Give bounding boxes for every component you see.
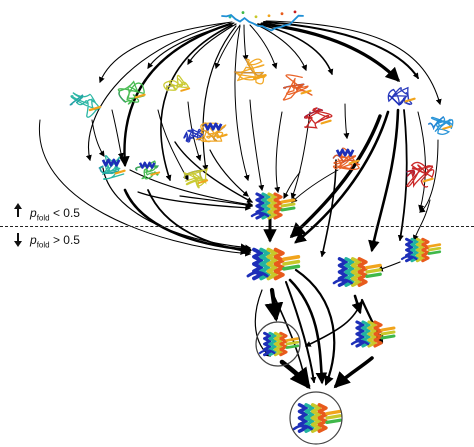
protein-structure-icon — [250, 192, 296, 220]
protein-structure-icon — [183, 167, 209, 189]
pathway-arrow — [242, 24, 249, 62]
native-state-circle — [289, 391, 343, 445]
pfold-above-threshold-label: pfold > 0.5 — [30, 233, 80, 250]
protein-structure-icon — [98, 155, 126, 180]
pathway-arrow — [417, 111, 426, 212]
pathway-arrow — [85, 22, 227, 162]
pathway-arrow — [397, 109, 408, 242]
pathway-arrow — [202, 25, 237, 172]
pathway-arrow — [304, 299, 363, 347]
protein-structure-icon — [428, 116, 454, 135]
arrow-up-icon — [14, 203, 22, 217]
protein-structure-icon — [246, 247, 301, 281]
pathway-arrow — [249, 24, 278, 70]
pathway-arrow — [412, 199, 431, 242]
protein-structure-icon — [233, 58, 267, 85]
pathway-arrow — [39, 119, 252, 257]
pathway-arrow — [174, 141, 254, 203]
pathway-arrow — [254, 23, 308, 72]
pathway-arrow — [291, 169, 339, 203]
pathway-arrow — [118, 22, 232, 168]
pathway-arrow — [137, 191, 252, 211]
protein-structure-icon — [332, 147, 361, 171]
pathway-arrow — [249, 99, 265, 192]
pathway-arrow — [179, 195, 254, 209]
pathway-arrow — [91, 119, 105, 157]
protein-structure-icon — [406, 161, 435, 189]
pathway-arrow — [265, 20, 442, 106]
pathway-arrow — [333, 356, 374, 389]
pathway-arrow — [285, 281, 317, 384]
pathway-arrow — [343, 103, 350, 140]
protein-structure-icon — [117, 80, 146, 105]
protein-structure-icon — [135, 160, 161, 180]
arrow-down-icon — [14, 233, 22, 247]
protein-structure-icon — [183, 128, 204, 143]
pathway-arrow — [187, 23, 237, 66]
pathway-arrow — [368, 108, 400, 253]
pathway-arrow — [209, 149, 249, 197]
pathway-arrow — [234, 25, 250, 182]
pathway-arrow — [214, 24, 241, 70]
protein-structure-icon — [387, 86, 416, 106]
protein-structure-icon — [292, 403, 342, 433]
pathway-arrow — [419, 139, 439, 213]
protein-structure-icon — [69, 92, 102, 118]
pathway-arrow — [102, 167, 252, 251]
protein-structure-icon — [350, 320, 396, 348]
protein-structure-icon — [258, 331, 300, 357]
pathway-arrow — [257, 23, 334, 76]
near-native-state-circle — [255, 321, 301, 367]
pathway-arrow — [294, 110, 390, 244]
protein-structure-icon — [200, 122, 228, 143]
pathway-arrow — [160, 24, 233, 182]
pathway-arrow — [129, 169, 254, 208]
protein-structure-icon — [332, 257, 382, 287]
pathway-arrow — [274, 111, 283, 194]
protein-structures — [69, 10, 454, 433]
pathway-arrow — [99, 21, 233, 84]
protein-structure-icon — [221, 10, 304, 32]
pathway-arrow — [260, 22, 401, 83]
state-circles — [255, 321, 343, 445]
pathway-arrow — [283, 171, 301, 200]
protein-structure-icon — [163, 74, 191, 93]
pfold-below-threshold-label: pfold < 0.5 — [30, 206, 80, 223]
pathway-arrow — [111, 109, 124, 160]
pathway-arrow — [351, 294, 363, 315]
pathway-arrow — [147, 189, 252, 255]
pathway-arrow — [263, 21, 419, 80]
protein-structure-icon — [400, 237, 442, 263]
protein-structure-icon — [304, 107, 333, 129]
pathway-arrow — [294, 268, 336, 386]
pathway-arrow — [288, 278, 328, 385]
pathway-arrow — [123, 188, 253, 256]
protein-structure-icon — [282, 74, 313, 101]
pathway-arrows — [39, 20, 442, 390]
fold-probability-divider — [0, 226, 474, 227]
pathway-arrow — [320, 159, 337, 258]
